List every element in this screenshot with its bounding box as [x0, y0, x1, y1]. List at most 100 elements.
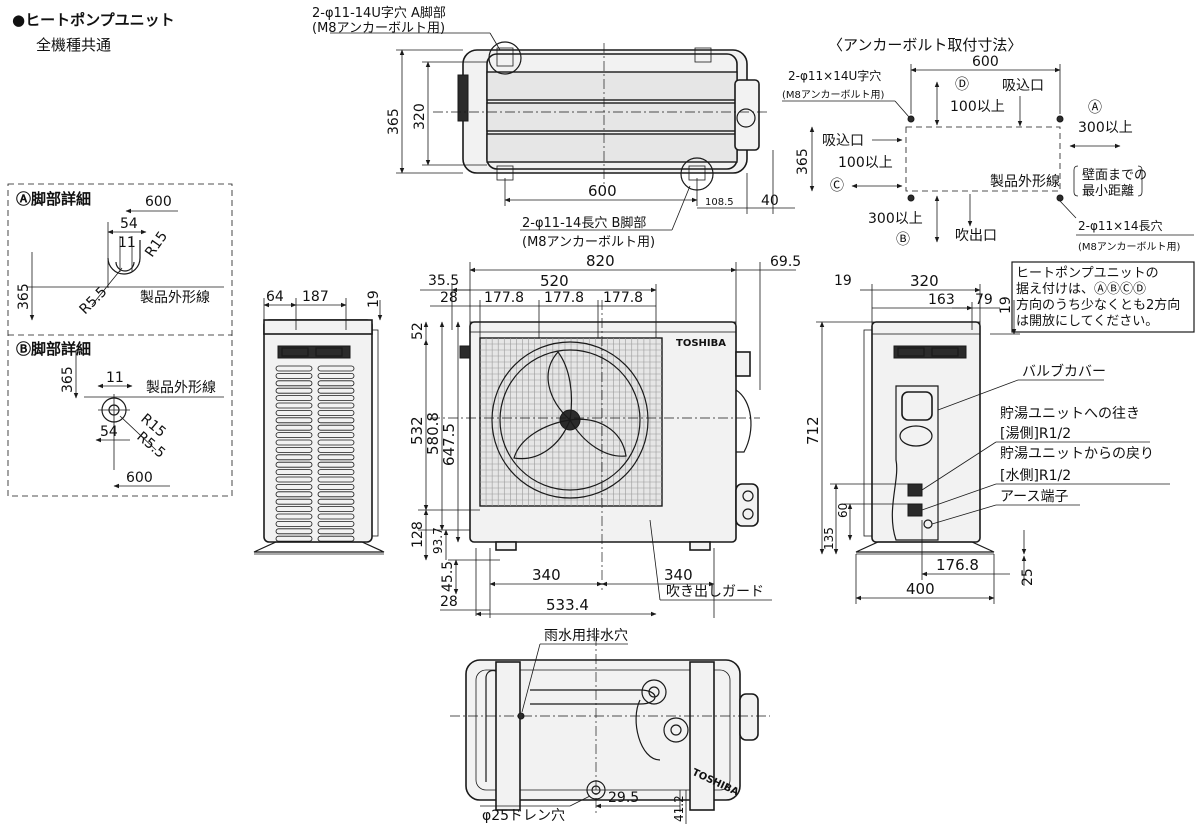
bottom-dim-29-5: 29.5	[608, 790, 639, 806]
detail-b-title: Ⓑ脚部詳細	[16, 340, 91, 358]
detail-a-title: Ⓐ脚部詳細	[16, 190, 91, 208]
anchor-product-outline: 製品外形線	[990, 174, 1060, 190]
right-dim-19-side: 19	[998, 296, 1014, 314]
front-dim-340-a: 340	[532, 566, 561, 584]
anchor-wall-line1: 壁面までの	[1082, 168, 1147, 183]
anchor-outlet: 吹出口	[955, 228, 997, 244]
detail-a-dim-54: 54	[120, 216, 138, 232]
valve-cover-label: バルブカバー	[1022, 363, 1106, 380]
front-dim-28-top: 28	[440, 290, 458, 306]
foot-detail-panel: Ⓐ脚部詳細 600 54 11 R15 R5.5 365 製品外形線 Ⓑ脚部詳細…	[7, 183, 233, 497]
front-dim-340-b: 340	[664, 566, 693, 584]
to-tank-label: 貯湯ユニットへの往き	[1000, 405, 1140, 422]
anchor-b-min: 300以上	[868, 211, 923, 227]
right-dim-79: 79	[975, 292, 993, 308]
anchor-wall-line2: 最小距離	[1082, 184, 1134, 199]
front-view: TOSHIBA 820 69.5 35.5 520 28 177.8 177.8…	[408, 252, 801, 618]
detail-b-dim-11: 11	[106, 370, 124, 386]
right-dim-135: 135	[822, 527, 836, 550]
bottom-dim-41-2: 41.2	[672, 795, 686, 822]
anchor-d-min: 100以上	[950, 99, 1005, 115]
front-dim-820: 820	[586, 252, 615, 270]
top-dim-320: 320	[412, 103, 428, 130]
anchor-intake-left: 吸込口	[822, 133, 864, 149]
front-brand: TOSHIBA	[676, 338, 726, 349]
top-dim-365: 365	[386, 108, 402, 135]
top-view: 2-φ11-14U字穴 A脚部 (M8アンカーボルト用) 365 320 600…	[312, 5, 795, 250]
anchor-mark-c: Ⓒ	[830, 178, 844, 194]
hot-side-label: [湯側]R1/2	[1000, 425, 1071, 442]
front-dim-520: 520	[540, 272, 569, 290]
left-dim-187: 187	[302, 289, 329, 305]
left-dim-19: 19	[366, 290, 382, 308]
page-title: ●ヒートポンプユニット	[12, 11, 175, 29]
front-dim-532: 532	[408, 416, 426, 445]
anchor-hole-u: 2-φ11×14U字穴	[788, 68, 881, 83]
front-dim-128: 128	[410, 521, 426, 548]
detail-b-outline: 製品外形線	[146, 380, 216, 396]
anchor-c-min: 100以上	[838, 155, 893, 171]
anchor-hole-long: 2-φ11×14長穴	[1078, 218, 1162, 233]
install-note-line3: 方向のうち少なくとも2方向	[1016, 297, 1180, 313]
right-dim-712: 712	[804, 416, 822, 445]
right-dim-60: 60	[836, 503, 850, 518]
right-dim-176-8: 176.8	[936, 556, 979, 574]
front-dim-45-5: 45.5	[440, 561, 456, 592]
front-dim-177-8-a: 177.8	[484, 290, 524, 306]
install-note-line4: は開放にしてください。	[1016, 314, 1158, 329]
front-dim-28-bottom: 28	[440, 594, 458, 610]
front-dim-35-5: 35.5	[428, 273, 459, 289]
detail-a-dim-600: 600	[145, 194, 172, 210]
page-subtitle: 全機種共通	[36, 36, 111, 54]
detail-a-dim-365: 365	[16, 283, 32, 310]
drain-hole-label: φ25ドレン穴	[482, 808, 565, 824]
right-dim-320: 320	[910, 272, 939, 290]
anchor-mark-d: Ⓓ	[955, 77, 969, 93]
top-dim-108-5: 108.5	[705, 197, 734, 208]
rain-drain-label: 雨水用排水穴	[544, 628, 628, 644]
anchor-dim-600: 600	[972, 54, 999, 70]
front-dim-177-8-c: 177.8	[603, 290, 643, 306]
front-dim-533-4: 533.4	[546, 596, 589, 614]
front-dim-93-7: 93.7	[431, 527, 445, 554]
left-side-view: 64 187 19	[253, 289, 385, 555]
left-dim-64: 64	[266, 289, 284, 305]
detail-a-r15: R15	[142, 229, 171, 261]
detail-b-dim-365: 365	[60, 366, 76, 393]
hole-b-bolt-label: (M8アンカーボルト用)	[522, 235, 655, 250]
anchor-title: 〈アンカーボルト取付寸法〉	[828, 36, 1022, 54]
earth-label: アース端子	[1000, 489, 1068, 505]
anchor-mark-a: Ⓐ	[1088, 100, 1102, 116]
front-guard-label: 吹き出しガード	[666, 584, 764, 600]
right-dim-163: 163	[928, 292, 955, 308]
anchor-hole-u-bolt: (M8アンカーボルト用)	[782, 89, 884, 101]
hole-a-bolt-label: (M8アンカーボルト用)	[312, 21, 445, 36]
front-dim-52: 52	[410, 322, 426, 340]
from-tank-label: 貯湯ユニットからの戻り	[1000, 445, 1154, 462]
hole-b-label: 2-φ11-14長穴 B脚部	[522, 215, 646, 231]
anchor-mark-b: Ⓑ	[896, 232, 910, 248]
hole-a-label: 2-φ11-14U字穴 A脚部	[312, 5, 446, 21]
anchor-dim-365: 365	[795, 148, 811, 175]
bottom-view: TOSHIBA 雨水用排水穴 φ25ドレン穴 29.5 41.2	[450, 628, 770, 824]
top-dim-40: 40	[761, 193, 779, 209]
top-dim-600: 600	[588, 182, 617, 200]
install-note-line2: 据え付けは、ⒶⒷⒸⒹ	[1016, 282, 1146, 297]
detail-a-outline: 製品外形線	[140, 290, 210, 306]
right-dim-25: 25	[1020, 568, 1036, 586]
right-dim-19-top: 19	[834, 273, 852, 289]
water-side-label: [水側]R1/2	[1000, 468, 1071, 484]
anchor-a-min: 300以上	[1078, 120, 1133, 136]
front-dim-580-8: 580.8	[424, 412, 442, 455]
anchor-intake-top: 吸込口	[1002, 78, 1044, 94]
front-dim-647-5: 647.5	[440, 423, 458, 466]
anchor-hole-long-bolt: (M8アンカーボルト用)	[1078, 241, 1180, 253]
detail-b-dim-54: 54	[100, 424, 118, 440]
front-dim-177-8-b: 177.8	[544, 290, 584, 306]
install-note-line1: ヒートポンプユニットの	[1016, 266, 1159, 281]
detail-b-dim-600: 600	[126, 470, 153, 486]
detail-a-dim-11: 11	[118, 235, 136, 251]
front-dim-69-5: 69.5	[770, 254, 801, 270]
anchor-bolt-layout: 〈アンカーボルト取付寸法〉 600 2-φ11×14U字穴 (M8アンカーボルト…	[782, 36, 1194, 253]
